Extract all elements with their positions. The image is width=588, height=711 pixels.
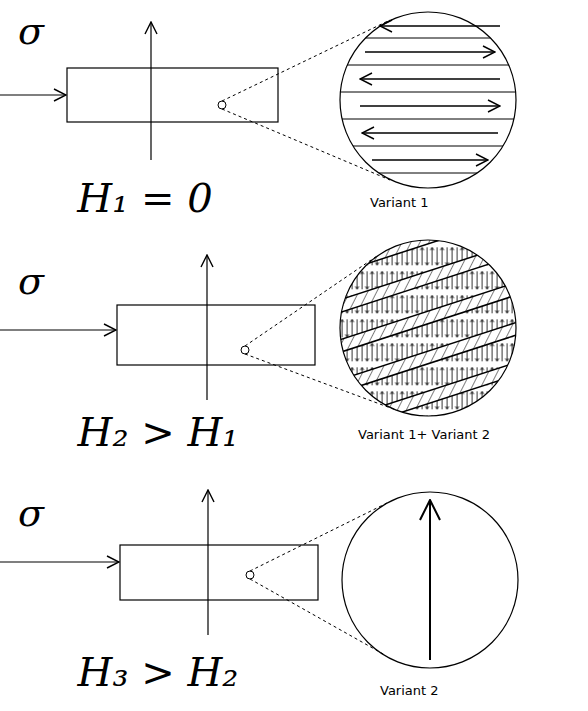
zoom-line	[250, 502, 389, 571]
field-label: H₂ > H₁	[78, 412, 239, 452]
moment-arrow	[360, 105, 500, 106]
moment-arrow	[429, 500, 431, 660]
stress-symbol: σ	[18, 494, 44, 532]
panel-3	[0, 490, 518, 668]
zoom-line	[222, 109, 390, 180]
field-label: H₃ > H₂	[78, 652, 239, 692]
zoom-circle	[340, 12, 516, 188]
field-arrow	[206, 255, 207, 400]
stress-symbol: σ	[18, 262, 44, 300]
specimen-bar	[120, 545, 318, 600]
panel-1	[0, 12, 530, 188]
zoom-line	[222, 20, 390, 101]
field-label: H₁ = 0	[77, 178, 212, 218]
field-arrow	[150, 22, 151, 160]
stress-symbol: σ	[18, 12, 44, 50]
twin-pattern	[270, 175, 588, 472]
probe-point	[218, 101, 226, 109]
domain-stripes	[330, 38, 530, 173]
field-arrow	[207, 490, 208, 635]
variant-label: Variant 1	[370, 196, 429, 209]
panel-2	[0, 175, 588, 472]
zoom-line	[250, 579, 385, 655]
moment-arrow	[360, 78, 500, 79]
specimen-bar	[117, 305, 315, 365]
variant-label: Variant 1+ Variant 2	[358, 428, 490, 441]
stress-arrow	[0, 561, 119, 562]
zoom-circle	[342, 492, 518, 668]
variant-label: Variant 2	[380, 684, 439, 697]
moment-arrow	[362, 132, 498, 133]
moment-arrow	[372, 159, 488, 160]
probe-point	[246, 571, 254, 579]
zoom-circle	[340, 240, 516, 416]
stress-arrow	[0, 94, 66, 95]
probe-point	[241, 346, 249, 354]
stress-arrow	[0, 329, 116, 330]
specimen-bar	[67, 68, 278, 122]
moment-arrow	[380, 25, 500, 26]
moment-arrow	[365, 51, 495, 52]
